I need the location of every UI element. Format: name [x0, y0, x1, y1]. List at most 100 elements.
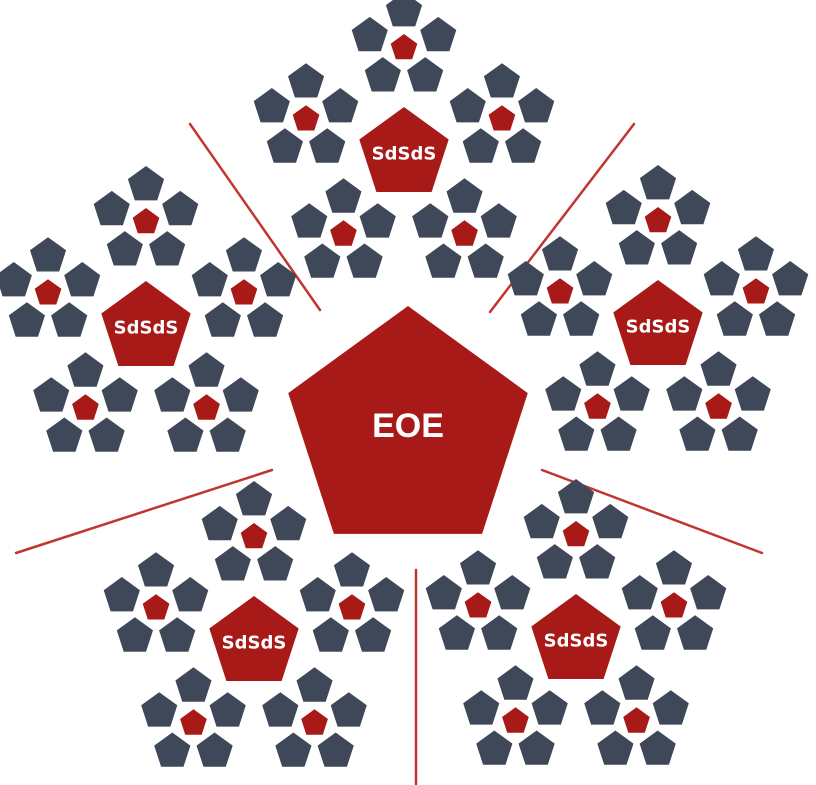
petal-pentagon	[460, 550, 497, 585]
center-pentagon	[288, 306, 528, 534]
petal-pentagon	[545, 376, 582, 411]
sub-flower	[253, 63, 359, 163]
sub-flower	[154, 352, 259, 452]
petal-pentagon	[209, 417, 246, 452]
flower-center-pentagon	[72, 394, 99, 420]
cluster-label: SdSdS	[544, 631, 609, 652]
petal-pentagon	[621, 575, 658, 610]
sub-flower	[703, 236, 809, 336]
petal-pentagon	[116, 617, 153, 652]
petal-pentagon	[463, 690, 500, 725]
flower-center-pentagon	[292, 105, 320, 131]
petal-pentagon	[333, 552, 370, 587]
sub-flower	[201, 481, 307, 581]
petal-pentagon	[154, 732, 191, 767]
petal-pentagon	[175, 667, 212, 702]
sub-flower	[299, 552, 405, 652]
petal-pentagon	[600, 416, 637, 451]
sub-flower	[449, 63, 555, 163]
flower-center-pentagon	[660, 592, 688, 618]
petal-pentagon	[666, 376, 703, 411]
sub-flower	[33, 352, 138, 452]
petal-pentagon	[734, 376, 771, 411]
sub-flower	[621, 550, 727, 650]
petal-pentagon	[536, 544, 573, 579]
petal-pentagon	[467, 243, 504, 278]
petal-pentagon	[64, 262, 101, 297]
petal-pentagon	[214, 546, 251, 581]
flower-center-pentagon	[644, 207, 672, 233]
sub-flower	[584, 665, 689, 765]
petal-pentagon	[531, 690, 568, 725]
petal-pentagon	[737, 236, 774, 271]
petal-pentagon	[438, 615, 475, 650]
cluster: SdSdS	[103, 481, 405, 767]
petal-pentagon	[266, 128, 303, 163]
petal-pentagon	[188, 352, 225, 387]
flower-center-pentagon	[330, 220, 357, 246]
petal-pentagon	[204, 302, 241, 337]
cluster-center-pentagon	[531, 594, 621, 679]
sub-flower	[507, 236, 613, 336]
petal-pentagon	[690, 575, 727, 610]
petal-pentagon	[296, 667, 333, 702]
flower-center-pentagon	[584, 393, 611, 419]
petal-pentagon	[425, 575, 462, 610]
petal-pentagon	[103, 577, 140, 612]
sub-flower	[545, 351, 650, 451]
flower-center-pentagon	[742, 278, 770, 304]
petal-pentagon	[446, 178, 483, 213]
petal-pentagon	[46, 417, 83, 452]
petal-pentagon	[149, 231, 186, 266]
petal-pentagon	[618, 230, 655, 265]
petal-pentagon	[480, 203, 517, 238]
petal-pentagon	[700, 351, 737, 386]
petal-pentagon	[196, 732, 233, 767]
flower-center-pentagon	[230, 279, 258, 305]
cluster: SdSdS	[253, 0, 555, 278]
petal-pentagon	[518, 730, 555, 765]
flower-center-pentagon	[34, 279, 62, 305]
flower-center-pentagon	[502, 707, 529, 733]
sub-flower	[523, 479, 629, 579]
sub-flower	[605, 165, 711, 265]
petal-pentagon	[222, 377, 259, 412]
petal-pentagon	[505, 128, 542, 163]
petal-pentagon	[759, 301, 796, 336]
cluster-center-pentagon	[613, 280, 703, 365]
divider-line	[14, 468, 274, 555]
cluster-label: SdSdS	[114, 318, 179, 339]
petal-pentagon	[652, 690, 689, 725]
sub-flower	[412, 178, 517, 278]
petal-pentagon	[579, 351, 616, 386]
petal-pentagon	[679, 416, 716, 451]
petal-pentagon	[253, 88, 290, 123]
petal-pentagon	[288, 63, 325, 98]
petal-pentagon	[312, 617, 349, 652]
petal-pentagon	[507, 261, 544, 296]
petal-pentagon	[8, 302, 46, 337]
flower-center-pentagon	[180, 709, 207, 735]
center-node: EOE	[288, 306, 528, 534]
petal-pentagon	[346, 243, 383, 278]
sub-flower	[262, 667, 367, 767]
flower-center-pentagon	[390, 34, 418, 60]
petal-pentagon	[359, 203, 396, 238]
petal-pentagon	[425, 243, 462, 278]
petal-pentagon	[0, 262, 32, 297]
petal-pentagon	[162, 190, 199, 226]
petal-pentagon	[141, 692, 178, 727]
petal-pentagon	[262, 692, 299, 727]
petal-pentagon	[201, 505, 238, 541]
flower-center-pentagon	[705, 393, 732, 419]
petal-pentagon	[497, 665, 534, 700]
cluster-center-pentagon	[101, 281, 191, 366]
sub-flower	[291, 178, 396, 278]
petal-pentagon	[721, 416, 758, 451]
petal-pentagon	[523, 503, 560, 539]
petal-pentagon	[483, 63, 520, 98]
flower-center-pentagon	[488, 105, 516, 131]
petal-pentagon	[655, 550, 692, 585]
petal-pentagon	[542, 236, 579, 271]
petal-pentagon	[716, 301, 753, 336]
